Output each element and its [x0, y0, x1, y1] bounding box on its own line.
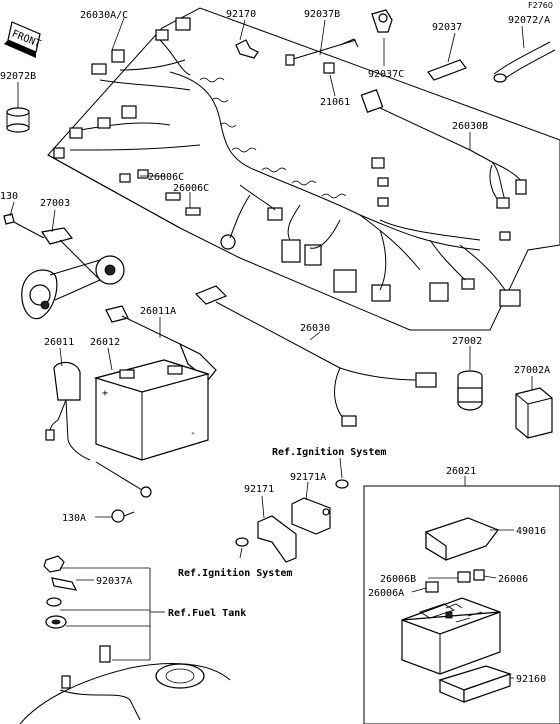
front-arrow-icon: FRONT [4, 21, 42, 58]
nut-icon [43, 555, 65, 573]
bolt-130-icon [3, 213, 45, 239]
label-26012: 26012 [90, 337, 120, 348]
cover-49016-icon [425, 517, 499, 562]
label-92171: 92171 [244, 484, 274, 495]
main-harness-icon [53, 17, 521, 307]
fuse-26006C-1-icon [165, 192, 181, 201]
svg-text:+: + [102, 388, 108, 399]
leader-lines [9, 17, 533, 679]
clamp-92037A-icon [51, 577, 78, 591]
label-130A: 130A [62, 513, 86, 524]
harness-26030-icon [194, 285, 437, 427]
ref-fuel-tank: Ref.Fuel Tank [168, 608, 246, 619]
label-26021: 26021 [446, 466, 476, 477]
label-26006: 26006 [498, 574, 528, 585]
label-92072B: 92072B [0, 71, 36, 82]
relay-27002-icon [457, 370, 483, 411]
battery-26012-icon: + - [93, 359, 211, 461]
sub-harness-26030B-icon [360, 89, 527, 209]
label-26030B: 26030B [452, 121, 488, 132]
fuse-26006B-icon [457, 571, 471, 583]
ref-ignition-top: Ref.Ignition System [272, 446, 386, 458]
label-92072A: 92072/A [508, 15, 550, 26]
harness-outline [47, 7, 560, 331]
grommet-icon [45, 615, 67, 629]
label-92037B: 92037B [304, 9, 340, 20]
bolt-130A-icon [111, 509, 135, 523]
label-21061: 21061 [320, 97, 350, 108]
cover-92160-icon [438, 665, 512, 703]
band-92037-icon [427, 59, 467, 81]
fuse-26006-icon [473, 569, 485, 581]
bracket-92171A-icon [291, 479, 349, 535]
part-labels: 26030A/C 92072B 92170 92037B 92037 92072… [0, 9, 550, 685]
label-92170: 92170 [226, 9, 256, 20]
label-26006C-2: 26006C [173, 183, 209, 194]
label-92171A: 92171A [290, 472, 326, 483]
label-26011A: 26011A [140, 306, 176, 317]
fuse-box-26021-icon [401, 597, 501, 675]
label-26030: 26030 [300, 323, 330, 334]
label-26006B: 26006B [380, 574, 416, 585]
svg-text:-: - [190, 428, 196, 439]
cable-26011A-icon [105, 305, 217, 381]
clip-92037C-icon [371, 9, 393, 33]
label-49016: 49016 [516, 526, 546, 537]
fuse-box-frame [363, 485, 560, 724]
label-26006A: 26006A [368, 588, 404, 599]
tie-wrap-92072A-icon [493, 41, 556, 83]
ref-ignition-bottom: Ref.Ignition System [178, 567, 292, 579]
label-92037A: 92037A [96, 576, 132, 587]
bracket-92037B-icon [285, 38, 359, 66]
label-27002A: 27002A [514, 365, 550, 376]
cable-26011-icon [45, 361, 91, 461]
starter-relay-27003-icon [21, 227, 125, 320]
fuel-tank-icon [19, 645, 231, 724]
label-26030AC: 26030A/C [80, 10, 128, 21]
washer-icon [46, 597, 62, 607]
relay-27002A-icon [515, 387, 553, 439]
fuse-26006A-icon [425, 581, 439, 593]
clamp-92170-icon [235, 39, 259, 59]
label-27003: 27003 [40, 198, 70, 209]
label-27002: 27002 [452, 336, 482, 347]
label-26011: 26011 [44, 337, 74, 348]
label-26006C-1: 26006C [148, 172, 184, 183]
label-92037C: 92037C [368, 69, 404, 80]
fuse-26006C-2-icon [185, 207, 201, 216]
battery-cable-icon [95, 461, 152, 498]
bracket-92171-icon [235, 515, 297, 563]
label-92037: 92037 [432, 22, 462, 33]
ring-92072B-icon [6, 107, 30, 133]
label-92160: 92160 [516, 674, 546, 685]
label-130: 130 [0, 191, 18, 202]
figure-id: F2760 [528, 1, 553, 10]
part-21061-icon [323, 62, 335, 74]
